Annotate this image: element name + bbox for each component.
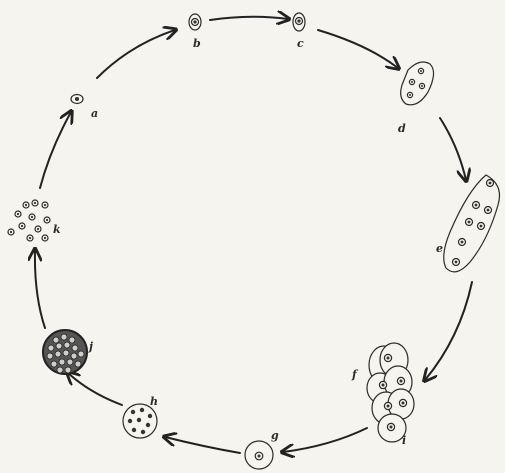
stage-k-spores bbox=[8, 200, 50, 241]
stage-h-cell bbox=[123, 404, 157, 438]
arrow-g-to-h bbox=[165, 437, 240, 453]
label-c: c bbox=[297, 37, 304, 50]
label-k: k bbox=[53, 223, 61, 236]
label-e: e bbox=[436, 242, 443, 255]
arrow-j-to-k bbox=[35, 250, 45, 328]
label-f: f bbox=[351, 368, 359, 381]
arrow-b-to-c bbox=[210, 17, 288, 20]
arrow-c-to-d bbox=[318, 30, 398, 68]
stage-j-cell bbox=[43, 330, 87, 374]
label-a: a bbox=[91, 107, 98, 120]
arrow-e-to-f bbox=[425, 282, 472, 380]
stage-e-cell bbox=[444, 175, 500, 272]
label-d: d bbox=[398, 122, 406, 135]
arrow-f-to-g bbox=[283, 428, 367, 452]
label-i: i bbox=[402, 434, 406, 447]
stage-d-cell bbox=[401, 62, 434, 105]
arrow-d-to-e bbox=[440, 118, 466, 180]
stage-g-cell bbox=[245, 441, 273, 469]
stage-f-cell-cluster bbox=[367, 343, 414, 442]
label-b: b bbox=[193, 37, 201, 50]
stage-b-cell bbox=[189, 14, 201, 30]
arrow-h-to-j bbox=[68, 373, 122, 405]
stage-c-cell bbox=[293, 13, 305, 31]
arrow-k-to-a bbox=[40, 112, 71, 188]
stage-a-cell bbox=[71, 95, 83, 104]
label-g: g bbox=[271, 429, 279, 442]
arrow-a-to-b bbox=[97, 30, 175, 78]
label-h: h bbox=[150, 395, 158, 408]
